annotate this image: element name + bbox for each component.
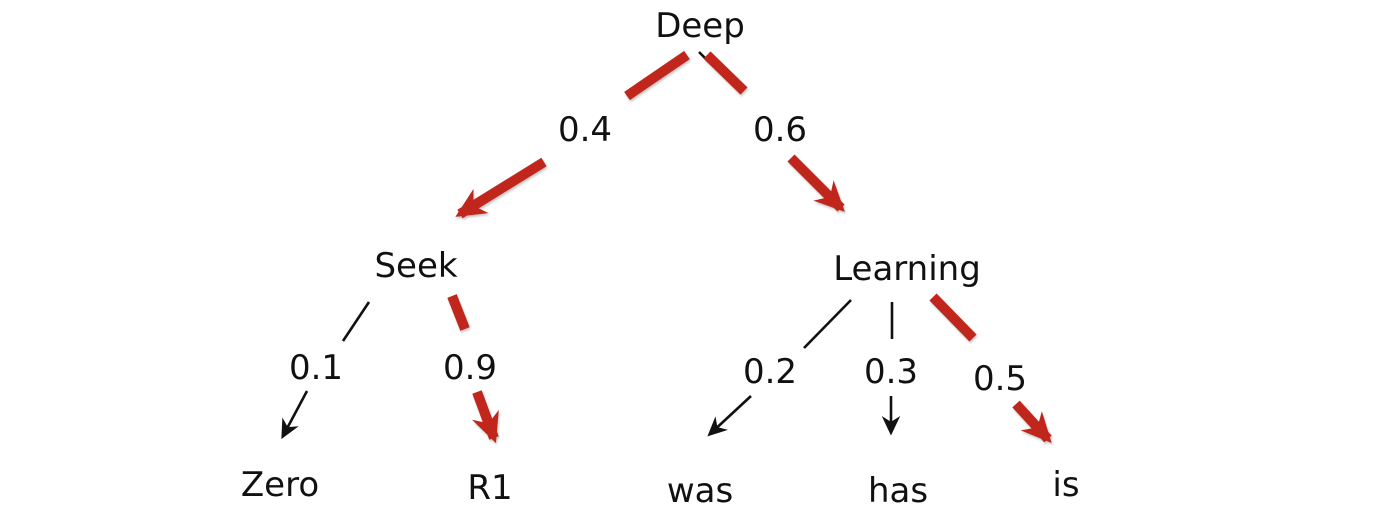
red-edges — [447, 50, 1052, 444]
edge-prob-seek-r1: 0.9 — [443, 348, 497, 388]
edge-learning-is-arrow — [1012, 400, 1052, 444]
node-labels: Deep Seek Learning Zero R1 was has is — [241, 6, 1080, 511]
edge-prob-learning-has: 0.3 — [864, 352, 918, 392]
edge-probability-labels: 0.4 0.6 0.1 0.9 0.2 0.3 0.5 — [289, 110, 1027, 399]
edge-learning-was-upper — [803, 299, 852, 349]
node-label-deep: Deep — [655, 6, 745, 46]
edge-learning-is-upper — [929, 293, 977, 342]
node-label-is: is — [1052, 465, 1079, 505]
edge-deep-learning-upper — [703, 51, 748, 95]
edge-seek-r1-arrow — [472, 390, 499, 444]
edge-deep-seek-arrow — [455, 157, 547, 219]
node-label-zero: Zero — [241, 465, 319, 505]
edge-seek-zero-arrow — [281, 390, 309, 440]
edge-deep-learning-arrow — [787, 154, 845, 212]
node-label-r1: R1 — [467, 468, 512, 508]
edge-deep-seek-upper — [624, 50, 690, 101]
edge-prob-deep-learning: 0.6 — [753, 110, 807, 150]
edge-prob-seek-zero: 0.1 — [289, 348, 343, 388]
edge-prob-learning-was: 0.2 — [743, 352, 797, 392]
node-label-learning: Learning — [833, 249, 981, 289]
edge-seek-zero-upper — [341, 301, 371, 342]
edge-seek-r1-upper — [447, 294, 470, 331]
node-label-seek: Seek — [374, 246, 457, 286]
node-label-has: has — [868, 471, 928, 511]
edge-prob-learning-is: 0.5 — [973, 359, 1027, 399]
edge-prob-deep-seek: 0.4 — [558, 110, 612, 150]
edge-learning-was-arrow — [707, 395, 752, 437]
black-edges — [281, 51, 901, 440]
node-label-was: was — [667, 471, 733, 511]
